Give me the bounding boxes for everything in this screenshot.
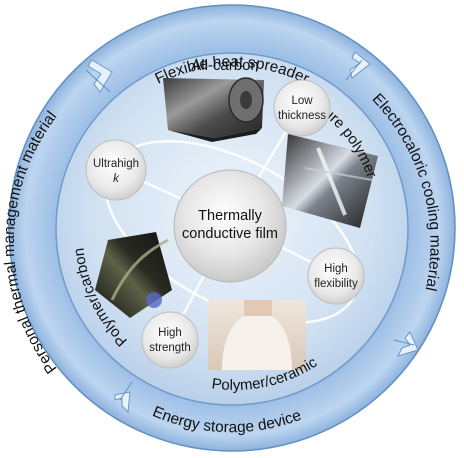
svg-text:k: k xyxy=(113,173,120,185)
polymer-ceramic-image xyxy=(208,300,306,370)
pure-polymer-image xyxy=(282,134,378,228)
svg-text:thickness: thickness xyxy=(278,110,326,122)
node-low-thickness: Low thickness xyxy=(273,79,331,137)
svg-text:strength: strength xyxy=(149,342,191,354)
svg-text:Ultrahigh: Ultrahigh xyxy=(93,158,139,170)
all-carbon-image xyxy=(163,77,264,142)
node-ultrahigh-k: Ultrahigh k xyxy=(85,139,147,201)
inner-label-top: All-carbon xyxy=(191,57,259,74)
polymer-carbon-image xyxy=(95,232,172,318)
svg-text:conductive film: conductive film xyxy=(182,226,278,242)
outer-ring-arrows xyxy=(87,51,419,414)
center-node: Thermally conductive film xyxy=(173,169,287,283)
svg-text:High: High xyxy=(158,327,182,339)
svg-text:High: High xyxy=(324,263,348,275)
svg-text:Low: Low xyxy=(291,95,313,107)
node-high-flexibility: High flexibility xyxy=(307,247,365,305)
outer-ring-dividers xyxy=(85,59,415,401)
node-high-strength: High strength xyxy=(141,311,199,369)
svg-text:flexibility: flexibility xyxy=(314,278,358,290)
svg-text:Thermally: Thermally xyxy=(198,208,262,224)
